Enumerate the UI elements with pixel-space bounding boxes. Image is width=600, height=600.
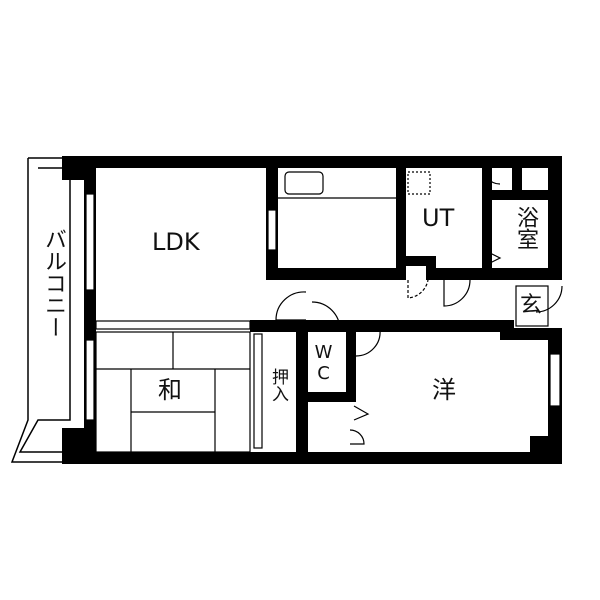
room-label-oshiire: 押入 (268, 368, 288, 402)
room-label-balcony: バルコニー (41, 228, 66, 338)
room-label-wc: WC (313, 342, 334, 384)
room-label-washitsu: 和 (158, 376, 182, 404)
room-label-bath: 浴室 (513, 206, 538, 250)
walls (62, 156, 562, 464)
room-label-genkan: 玄 (520, 293, 543, 318)
room-label-ldk: LDK (152, 228, 200, 256)
room-label-yoshitsu: 洋 (432, 376, 456, 404)
room-label-ut: UT (422, 204, 455, 232)
